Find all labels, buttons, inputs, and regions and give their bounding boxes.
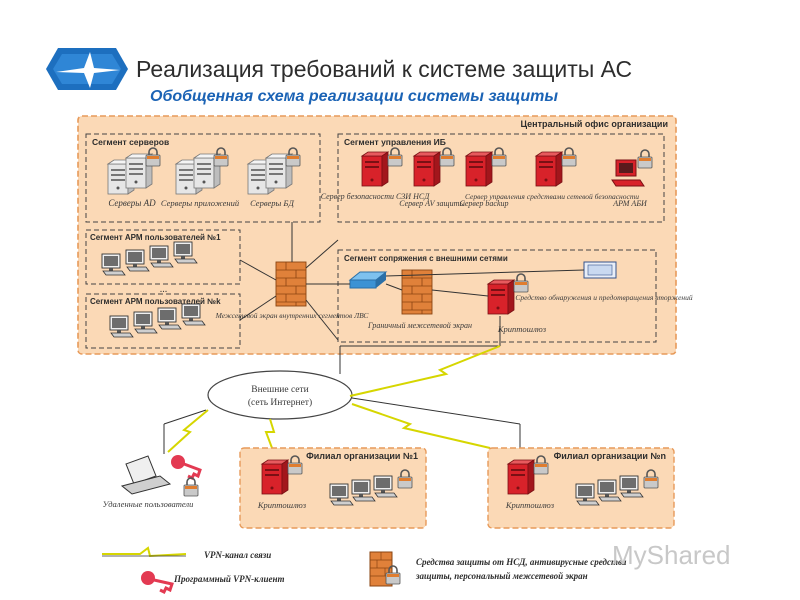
- servers-segment: [85, 133, 321, 223]
- label-app-servers: Серверы приложений: [161, 198, 240, 208]
- users1-segment: [85, 229, 241, 285]
- label-central-cryptogateway: Криптошлюз: [497, 324, 547, 334]
- label-branchn-cryptogateway: Криптошлюз: [505, 500, 555, 510]
- internet-label-line2: (сеть Интернет): [248, 397, 312, 408]
- usersk-segment: [85, 293, 241, 349]
- label-backup-server: Сервер backup: [459, 199, 508, 208]
- label-ids: Средство обнаружения и предотвращения вт…: [515, 293, 693, 302]
- branchn-title: Филиал организации №n: [554, 451, 666, 461]
- branch1-title: Филиал организации №1: [306, 451, 418, 461]
- watermark: MyShared: [612, 540, 731, 570]
- label-db-servers: Серверы БД: [250, 198, 294, 208]
- ellipsis: ...: [160, 284, 168, 295]
- ids-device: [583, 261, 617, 279]
- usersk-segment-title: Сегмент АРМ пользователей №k: [90, 297, 221, 306]
- label-admin-workstation: АРМ АБИ: [612, 199, 648, 208]
- remote-laptop: [120, 455, 172, 495]
- servers-segment-title: Сегмент серверов: [92, 137, 169, 147]
- legend-protection-icon: [369, 551, 401, 587]
- external-links: [163, 345, 521, 454]
- legend-vpn-channel: VPN-канал связи: [204, 550, 271, 560]
- internet-cloud: [207, 370, 353, 420]
- page-subtitle: Обобщенная схема реализации системы защи…: [150, 88, 559, 105]
- logo: [44, 46, 130, 92]
- label-remote-users: Удаленные пользователи: [103, 499, 194, 509]
- legend: VPN-канал связи Программный VPN-клиент С…: [102, 546, 627, 595]
- legend-protection-line1: Средства защиты от НСД, антивирусные сре…: [416, 557, 627, 567]
- border-firewall: [401, 269, 433, 315]
- label-branch1-cryptogateway: Криптошлюз: [257, 500, 307, 510]
- admin-workstation: [611, 149, 653, 187]
- security-segment: [337, 133, 665, 223]
- external-segment-title: Сегмент сопряжения с внешними сетями: [344, 254, 508, 263]
- central-office-title: Центральный офис организации: [520, 119, 668, 129]
- vpn-client-key: [171, 455, 202, 481]
- label-security-server: Сервер безопасности СЗИ НСД: [321, 192, 430, 201]
- central-office-zone: [77, 115, 677, 355]
- remote-lock: [183, 477, 199, 497]
- page-title: Реализация требований к системе защиты А…: [136, 56, 633, 82]
- label-ad-servers: Серверы AD: [108, 198, 156, 208]
- logo-icon: [46, 48, 128, 90]
- internet-label-line1: Внешние сети: [251, 385, 309, 395]
- label-border-firewall: Граничный межсетевой экран: [367, 321, 472, 330]
- inner-firewall: [275, 261, 307, 307]
- label-security-mgmt-server: Сервер управления средствами сетевой без…: [465, 192, 639, 201]
- legend-key-icon: [141, 571, 174, 595]
- legend-protection-line2: защиты, персональный межсетевой экран: [415, 571, 588, 581]
- users1-segment-title: Сегмент АРМ пользователей №1: [90, 233, 221, 242]
- label-inner-firewall: Межсетевой экран внутренних сегментов ЛВ…: [215, 311, 370, 320]
- security-segment-title: Сегмент управления ИБ: [344, 137, 446, 147]
- external-segment: [337, 249, 657, 343]
- legend-vpn-client: Программный VPN-клиент: [173, 574, 285, 584]
- legend-vpn-line: [102, 546, 187, 558]
- vpn-links: [167, 345, 501, 453]
- label-av-server: Сервер AV защиты: [399, 199, 465, 208]
- internal-links: [239, 222, 585, 346]
